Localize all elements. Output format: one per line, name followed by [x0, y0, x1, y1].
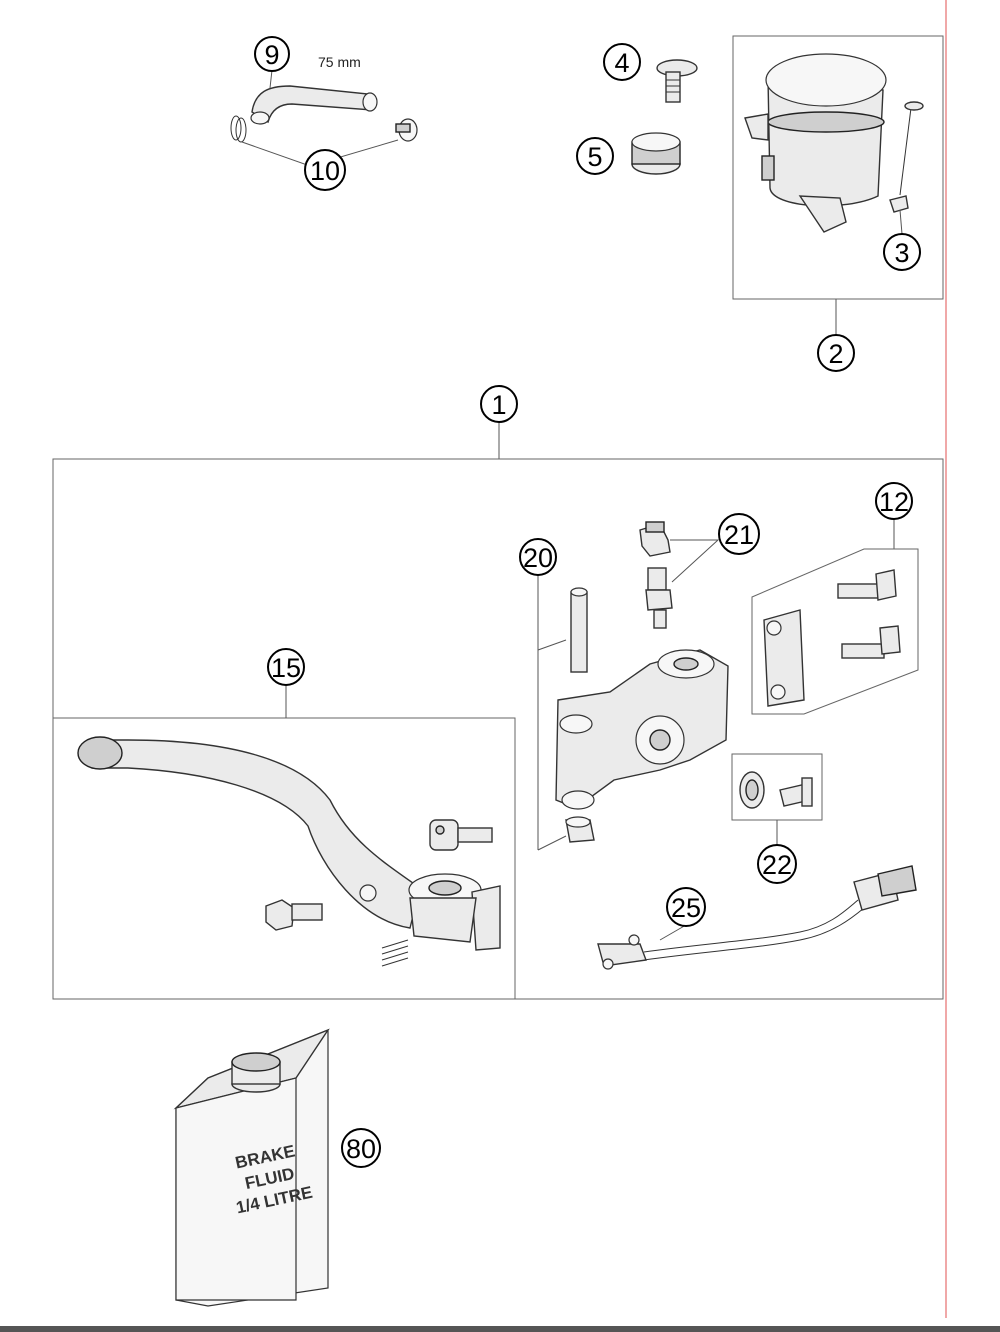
- seal-kit-part: [739, 771, 813, 809]
- brake-lever-part: [77, 736, 501, 951]
- svg-text:20: 20: [523, 543, 553, 573]
- callout-21: 21: [718, 513, 760, 555]
- nut-part: [565, 816, 595, 843]
- lever-adjuster-part: [429, 819, 493, 851]
- callout-80: 80: [341, 1128, 381, 1168]
- svg-text:10: 10: [310, 156, 340, 186]
- callout-15: 15: [267, 648, 305, 686]
- callout-4: 4: [603, 43, 641, 81]
- callout-5: 5: [576, 137, 614, 175]
- callout-2: 2: [817, 334, 855, 372]
- svg-text:4: 4: [614, 48, 629, 78]
- rubber-grommet-part: [631, 132, 681, 175]
- callout-25: 25: [666, 887, 706, 927]
- handlebar-clamp-part: [763, 609, 805, 707]
- clamp-box: [751, 548, 919, 715]
- lever-bolt-part: [265, 899, 323, 931]
- callout-1: 1: [480, 385, 518, 423]
- svg-text:80: 80: [346, 1134, 376, 1164]
- dimension-label: 75 mm: [318, 54, 361, 70]
- reservoir-screw-part: [656, 59, 698, 103]
- leader-20c: [537, 835, 567, 851]
- brake-light-switch-part: [597, 865, 917, 970]
- leader-3: [899, 209, 903, 235]
- svg-text:12: 12: [879, 487, 909, 517]
- callout-9: 9: [254, 36, 290, 72]
- callout-12: 12: [875, 482, 913, 520]
- brake-fluid-can-part: [173, 1028, 330, 1307]
- footer-bar: [0, 1326, 1000, 1332]
- reservoir-part: [744, 53, 924, 233]
- svg-text:21: 21: [724, 520, 754, 550]
- hose-clamp-right: [395, 118, 418, 142]
- leader-20: [537, 570, 567, 651]
- leader-21: [670, 539, 720, 583]
- svg-text:25: 25: [671, 893, 701, 923]
- callout-20: 20: [519, 538, 557, 576]
- lever-box: [52, 717, 516, 1000]
- clamp-bolt-upper-part: [837, 569, 897, 601]
- leader-25: [659, 924, 687, 941]
- svg-text:9: 9: [264, 40, 279, 70]
- lever-spring-part: [381, 939, 409, 967]
- pivot-pin-part: [570, 587, 588, 673]
- hose-clamp-left: [230, 115, 247, 143]
- master-cylinder-body-part: [555, 649, 729, 810]
- svg-text:1: 1: [491, 390, 506, 420]
- svg-text:15: 15: [271, 653, 301, 683]
- svg-text:5: 5: [587, 142, 602, 172]
- clamp-bolt-lower-part: [841, 625, 901, 659]
- svg-text:22: 22: [762, 850, 792, 880]
- callout-3: 3: [883, 233, 921, 271]
- leader-9: [269, 69, 273, 89]
- svg-text:3: 3: [894, 238, 909, 268]
- callout-22: 22: [757, 844, 797, 884]
- hose-part: [250, 85, 378, 125]
- callout-10: 10: [304, 149, 346, 191]
- banjo-fitting-part: [639, 521, 671, 557]
- bleeder-fitting-part: [645, 567, 673, 629]
- svg-text:2: 2: [828, 339, 843, 369]
- reservoir-box: [732, 35, 944, 300]
